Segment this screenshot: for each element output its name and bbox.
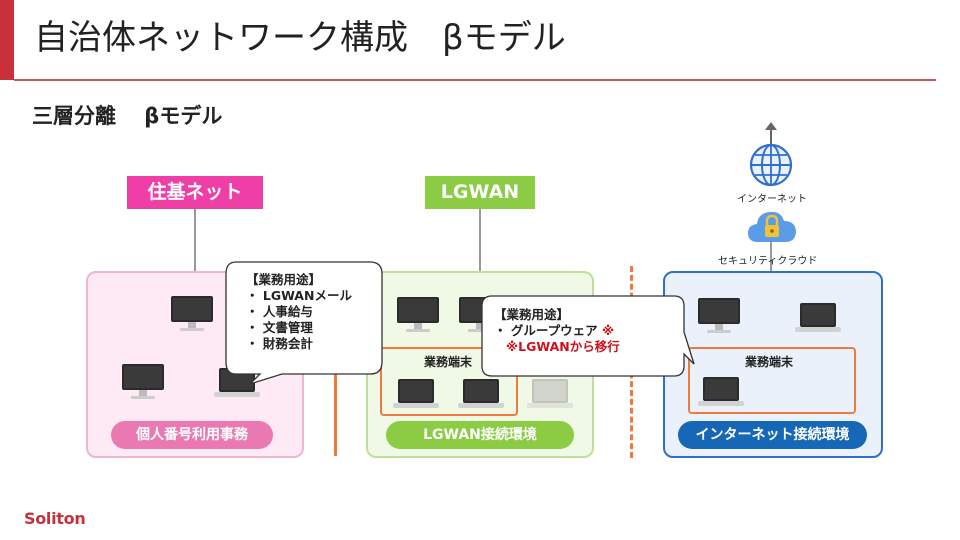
security-cloud-label: セキュリティクラウド [718, 256, 818, 267]
monitor-icon [698, 298, 740, 333]
page-title: 自治体ネットワーク構成 βモデル [34, 18, 566, 58]
monitor-icon [122, 364, 164, 399]
internet-label: インターネット [737, 194, 807, 205]
lgwan-label: LGWAN [425, 176, 535, 209]
callout-item: ・ LGWANメール [246, 288, 352, 303]
personal-number-zone-label: 個人番号利用事務 [111, 421, 273, 449]
laptop-icon [214, 368, 260, 397]
callout-heading: 【業務用途】 [494, 307, 570, 322]
lgwan-terminal-group [380, 347, 518, 416]
title-accent-bar [0, 0, 14, 80]
internet-terminal-label: 業務端末 [745, 355, 794, 369]
internet-terminal-group [688, 347, 856, 414]
cloud-lock-icon [748, 211, 796, 242]
globe-icon [749, 143, 793, 187]
callout-item: ・ グループウェア ※ [494, 323, 684, 339]
lgwan-zone-label: LGWAN接続環境 [386, 421, 574, 449]
laptop-icon [393, 379, 439, 408]
callout-heading: 【業務用途】 [246, 272, 322, 287]
callout-item: ・ 文書管理 [246, 320, 313, 335]
callout-bubble-lgwan [225, 261, 383, 385]
internet-connector-line [770, 228, 772, 271]
soliton-logo: Soliton [24, 509, 86, 528]
jyuki-connector-line [194, 209, 196, 271]
laptop-icon [698, 377, 744, 406]
callout-lgwan-text: 【業務用途】 ・ LGWANメール ・ 人事給与 ・ 文書管理 ・ 財務会計 [246, 272, 386, 352]
callout-internet-text: 【業務用途】 ・ グループウェア ※ ※LGWANから移行 [494, 307, 684, 355]
jyuki-net-label: 住基ネット [127, 176, 263, 209]
lgwan-terminal-label: 業務端末 [424, 355, 473, 369]
page-subtitle: 三層分離 βモデル [32, 104, 223, 128]
callout-item: ・ 財務会計 [246, 336, 313, 351]
laptop-icon-ghost [527, 379, 573, 408]
lgwan-connector-line [479, 209, 481, 271]
internet-zone-label: インターネット接続環境 [678, 421, 867, 449]
callout-item-text: ・ グループウェア [494, 323, 598, 338]
monitor-icon [171, 296, 213, 331]
title-underline [14, 79, 936, 81]
callout-item: ・ 人事給与 [246, 304, 313, 319]
monitor-icon [397, 297, 439, 332]
callout-bubble-internet [481, 295, 695, 377]
callout-note: ※LGWANから移行 [506, 339, 620, 354]
laptop-icon [458, 379, 504, 408]
callout-mark: ※ [601, 323, 615, 338]
laptop-icon [795, 303, 841, 332]
arrow-up-icon [765, 122, 777, 144]
